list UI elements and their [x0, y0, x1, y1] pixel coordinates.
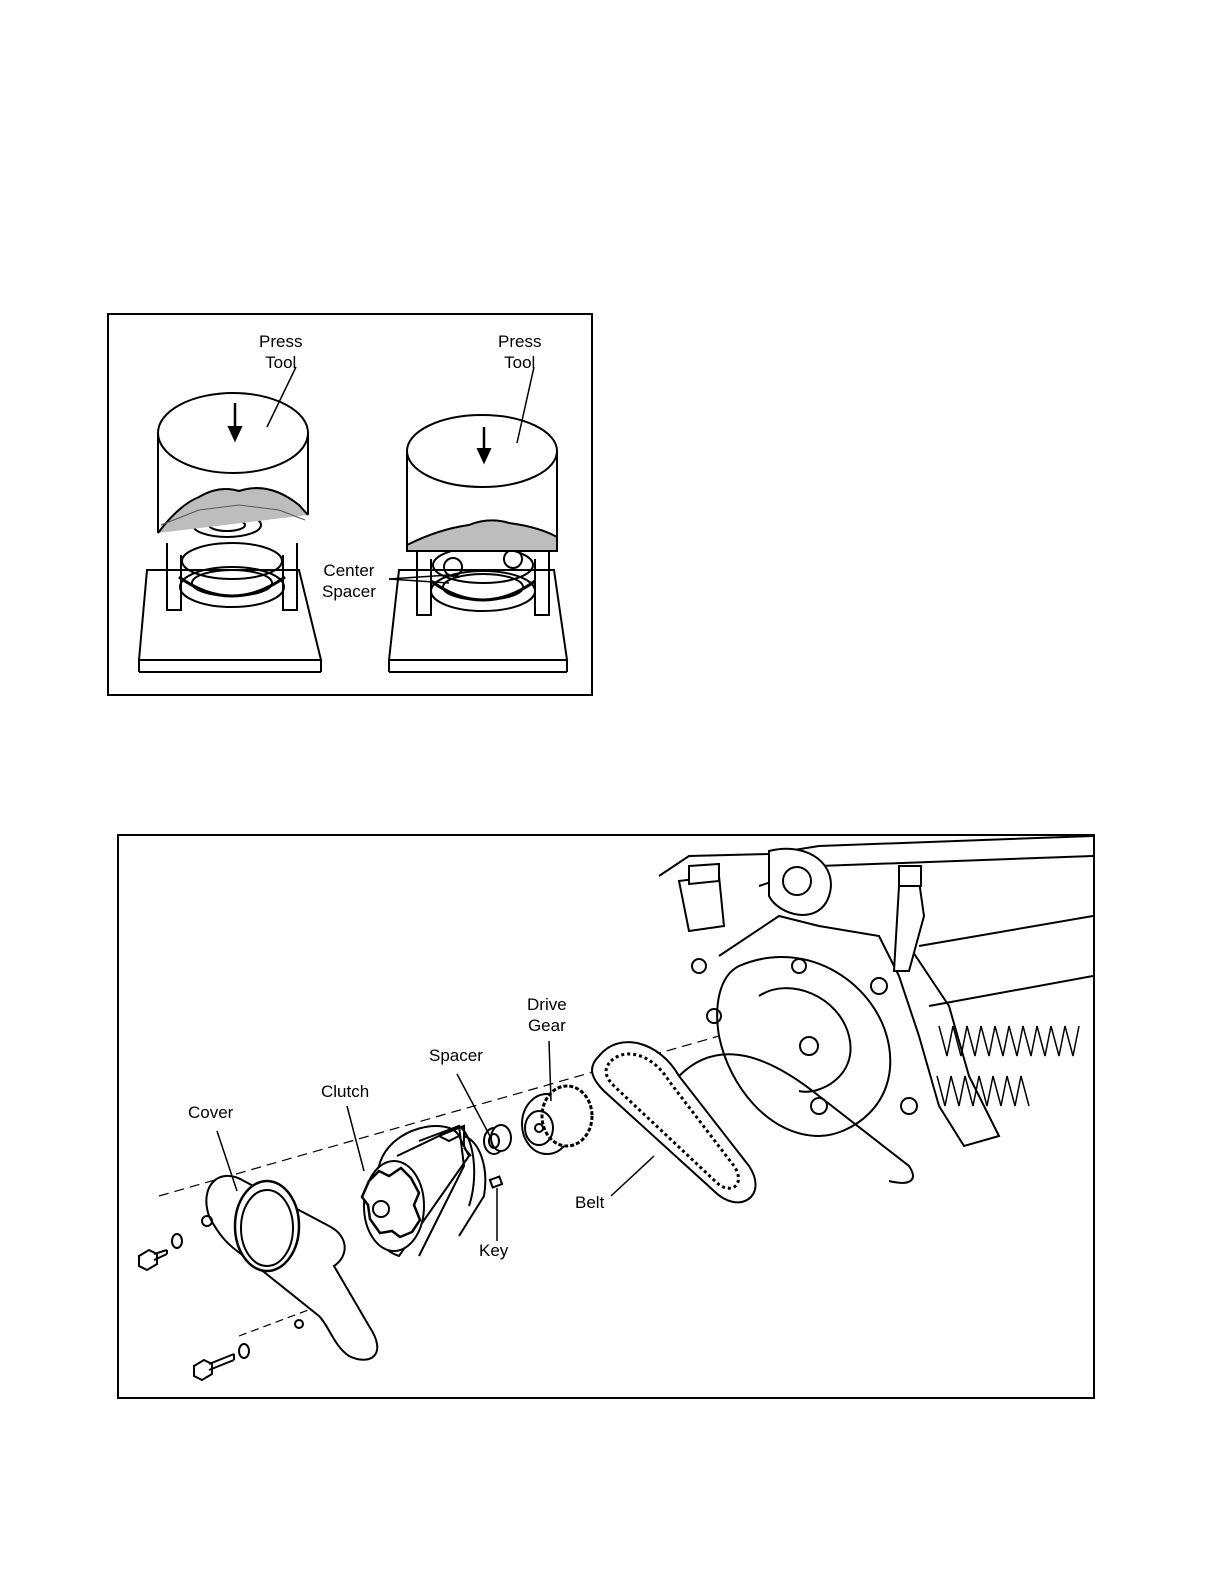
- belt-label: Belt: [575, 1192, 604, 1213]
- clutch: [362, 1126, 485, 1256]
- spacer-label: Spacer: [429, 1045, 483, 1066]
- right-base-block: [389, 570, 567, 672]
- drive-assembly-figure: Cover Clutch Spacer Drive Gear Key Belt: [117, 834, 1095, 1399]
- cover-label: Cover: [188, 1102, 233, 1123]
- clutch-label: Clutch: [321, 1081, 369, 1102]
- bearing-press-figure: Press Tool Press Tool Center Spacer: [107, 313, 593, 696]
- press-tool-label-right: Press Tool: [498, 331, 541, 373]
- right-press-tool: [407, 415, 557, 551]
- drive-gear: [522, 1086, 592, 1154]
- key: [490, 1177, 502, 1188]
- left-press-tool: [158, 393, 308, 533]
- cover: [202, 1176, 377, 1360]
- drive-gear-label: Drive Gear: [527, 994, 567, 1036]
- spacer: [484, 1125, 511, 1154]
- key-label: Key: [479, 1240, 508, 1261]
- press-tool-label-left: Press Tool: [259, 331, 302, 373]
- reel-frame: [659, 836, 1093, 1183]
- cover-screws: [139, 1234, 249, 1380]
- center-spacer-label: Center Spacer: [322, 560, 376, 602]
- drive-assembly-illustration: [119, 836, 1093, 1397]
